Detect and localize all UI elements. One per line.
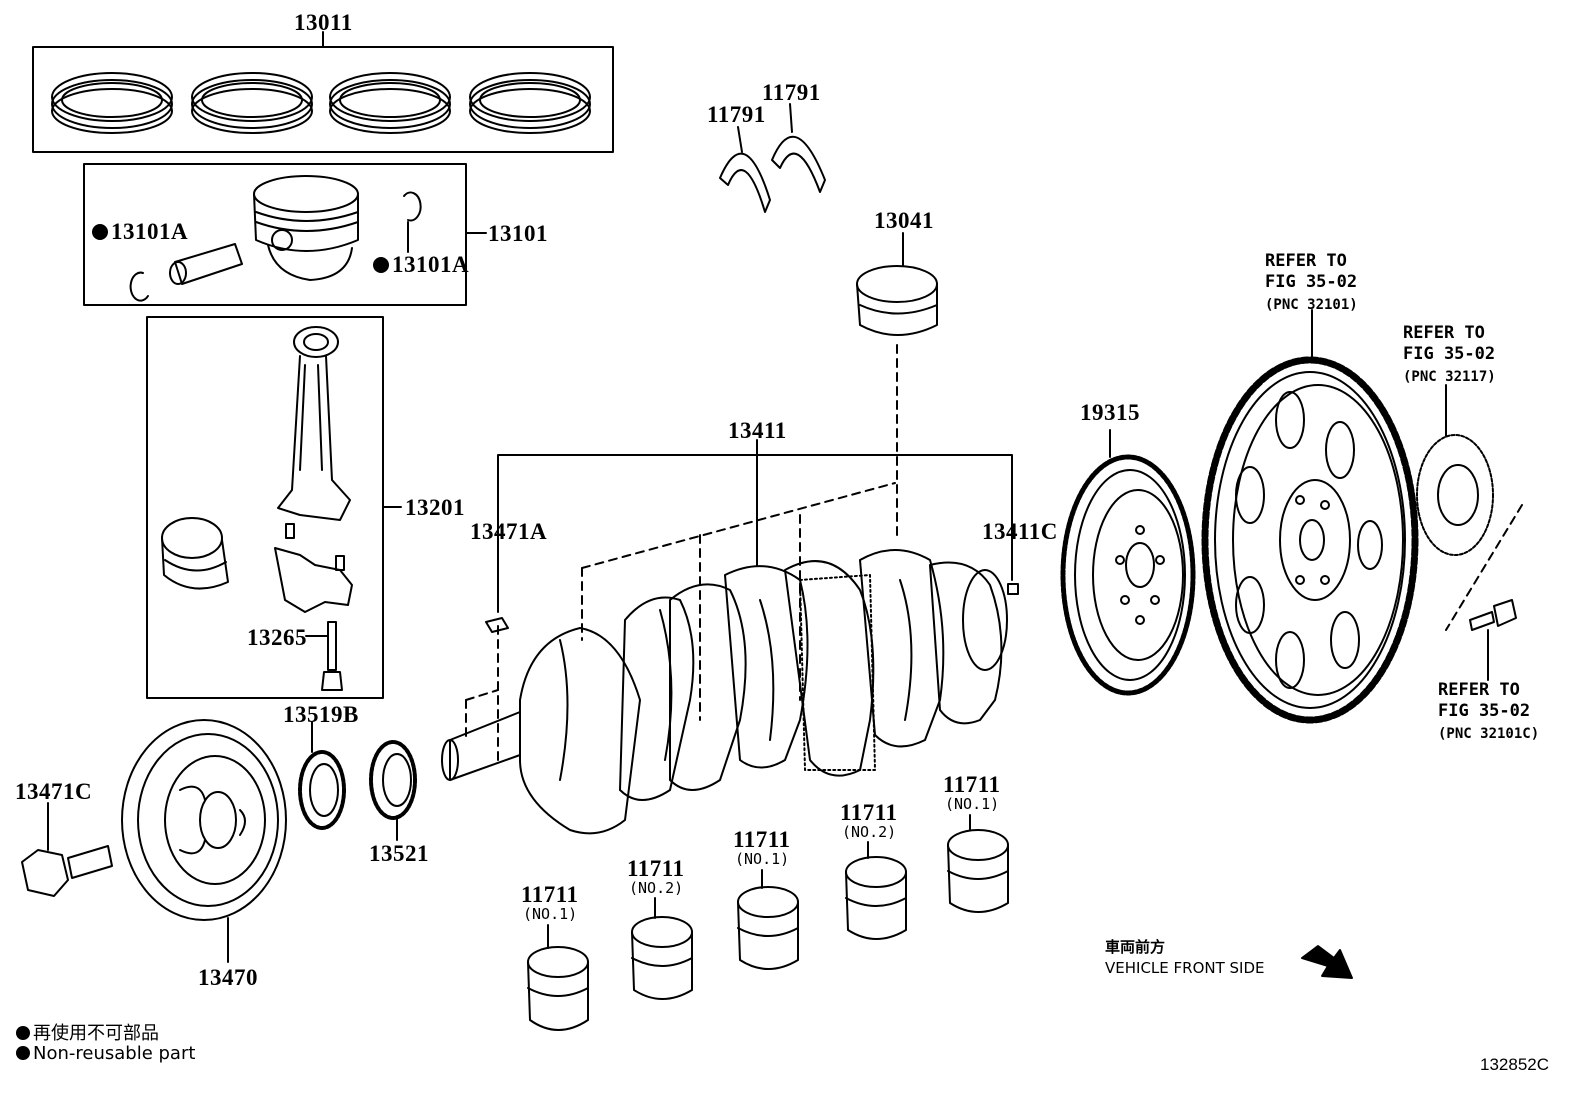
label-pulley: 13470 [198,965,258,990]
crankshaft [441,549,1008,835]
non-reusable-dot-icon [16,1046,30,1060]
main-bearing-no2-b [845,856,907,940]
main-bearing-no1-c [947,829,1009,913]
sprocket-13519B [298,750,346,830]
label-plug-13471A: 13471A [470,519,548,544]
label-bearing-1: 11711 [521,882,579,907]
plug-13471A [485,617,509,633]
label-thrust-washer-left: 11791 [707,102,766,127]
label-bearing-5: 11711 [943,772,1001,797]
vehicle-front-jp: 車両前方 [1105,938,1166,956]
label-main-bearing-13041: 13041 [874,208,934,233]
label-signal-rotor: 19315 [1080,400,1140,425]
connecting-rod [274,326,353,613]
piston [253,175,359,281]
label-bearing-3: 11711 [733,827,791,852]
label-crank-key: 13411C [982,519,1058,544]
label-sprocket: 13521 [369,841,429,866]
drive-plate-bolt [1469,599,1517,631]
snap-ring-right [403,191,422,222]
thrust-washer-right [771,135,826,193]
thrust-washer-left [719,152,771,213]
label-piston-ring-set: 13011 [294,10,353,35]
front-direction-arrow-icon [1301,945,1353,979]
crank-key [1007,583,1019,595]
spacer-plate [1416,434,1494,556]
main-bearing-no1-b [737,886,799,970]
label-sprocket-b: 13519B [283,702,359,727]
signal-rotor [1060,454,1196,696]
piston-ring-set-frame [32,46,614,153]
vehicle-front-en: VEHICLE FRONT SIDE [1105,959,1265,977]
non-reusable-dot-icon [16,1026,30,1040]
label-conrod-bolt: 13265 [247,625,307,650]
conrod-bolt [321,621,343,691]
sprocket-13521 [369,740,417,820]
label-bearing-4-no: (NO.2) [842,823,897,841]
label-bearing-1-no: (NO.1) [523,905,578,923]
label-bearing-5-no: (NO.1) [945,795,1000,813]
label-bearing-4: 11711 [840,800,898,825]
non-reusable-dot-icon [92,224,108,240]
piston-set-frame [83,163,467,306]
figure-code: 132852C [1480,1055,1550,1074]
main-bearing-no1-a [527,946,589,1031]
snap-ring-left [129,271,149,302]
drive-plate [1201,356,1419,724]
pulley-bolt [21,845,113,897]
label-pulley-bolt: 13471C [15,779,93,804]
label-bearing-3-no: (NO.1) [735,850,790,868]
piston-pin [169,243,243,285]
main-bearing-no2-a [631,916,693,1000]
conrod-bearing-shell [161,517,229,590]
crankshaft-pulley [121,719,287,921]
label-bearing-2: 11711 [627,856,685,881]
piston-rings [51,72,591,134]
main-bearing-13041 [856,265,938,336]
label-thrust-washer-right: 11791 [762,80,821,105]
label-crankshaft: 13411 [728,418,787,443]
label-conrod: 13201 [405,495,465,520]
non-reusable-dot-icon [373,257,389,273]
legend-non-reusable-jp: 再使用不可部品 [16,1019,159,1045]
alignment-dashed-lines [465,344,1523,761]
label-piston: 13101 [488,221,548,246]
label-snap-ring-left: 13101A [92,220,188,243]
legend-non-reusable-en: Non-reusable part [16,1043,195,1064]
label-bearing-2-no: (NO.2) [629,879,684,897]
label-snap-ring-right: 13101A [373,253,469,276]
